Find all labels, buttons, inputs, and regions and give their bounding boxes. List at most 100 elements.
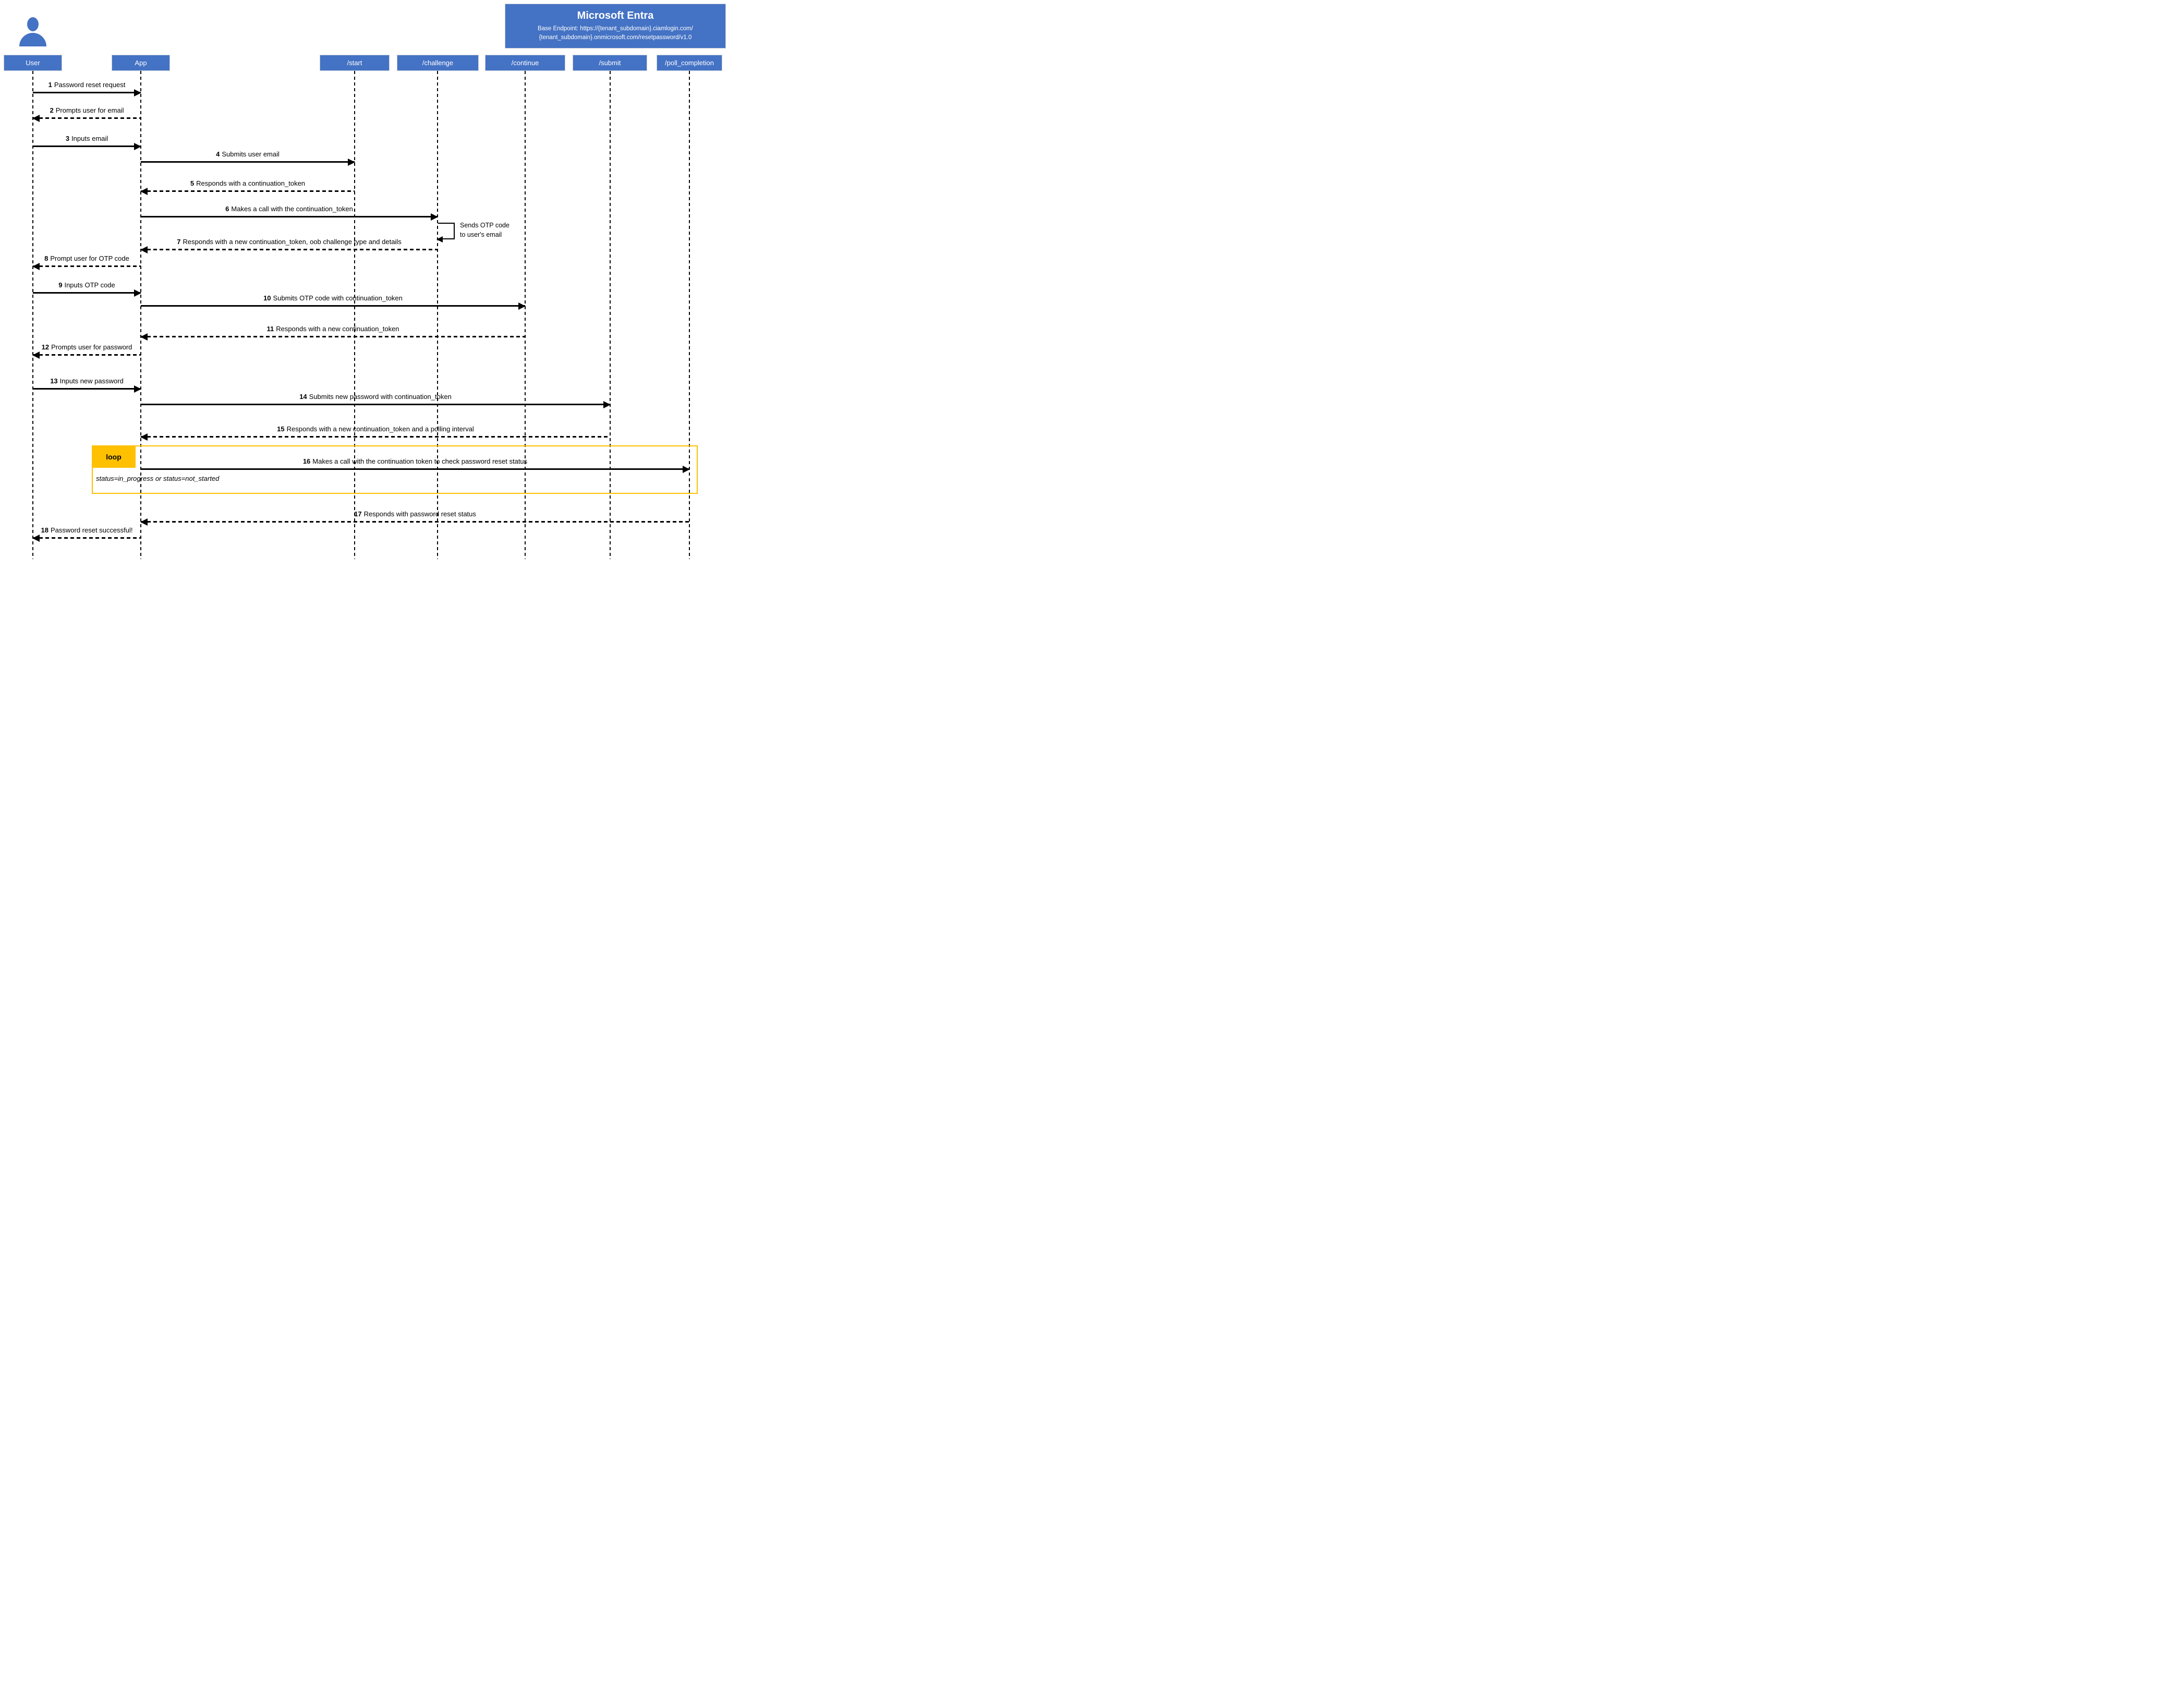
arrowhead-right-icon: [683, 465, 690, 473]
user-person-icon: [27, 17, 39, 31]
endpoint-box-challenge: /challenge: [397, 55, 479, 71]
message-6-arrow: [141, 213, 438, 221]
lifeline-app: [140, 71, 141, 559]
endpoint-box-submit: /submit: [573, 55, 647, 71]
endpoint-label-submit: /submit: [599, 59, 621, 67]
arrowhead-left-icon: [32, 534, 40, 542]
message-4-arrow: [141, 158, 355, 166]
self-message-note: Sends OTP code to user's email: [460, 221, 509, 239]
lifeline-continue: [525, 71, 526, 559]
endpoint-label-continue: /continue: [511, 59, 539, 67]
arrowhead-right-icon: [134, 89, 141, 96]
entra-header-box: Microsoft Entra Base Endpoint: https://{…: [505, 4, 726, 49]
arrowhead-left-icon: [140, 518, 148, 526]
message-3-arrow: [33, 142, 141, 150]
actor-label-user: User: [26, 59, 40, 67]
message-13-arrow: [33, 385, 141, 393]
loop-condition: status=in_progress or status=not_started: [96, 475, 220, 482]
sequence-diagram: Microsoft Entra Base Endpoint: https://{…: [0, 0, 728, 561]
lifeline-poll-completion: [689, 71, 690, 559]
message-5-arrow: [140, 187, 355, 195]
entra-title: Microsoft Entra: [577, 9, 654, 21]
message-17-arrow: [140, 518, 689, 526]
arrowhead-right-icon: [431, 213, 438, 221]
actor-box-user: User: [4, 55, 62, 71]
endpoint-label-start: /start: [347, 59, 362, 67]
arrowhead-right-icon: [518, 302, 526, 310]
entra-subtitle-line1: Base Endpoint: https://{tenant_subdomain…: [538, 25, 693, 32]
arrowhead-right-icon: [134, 142, 141, 150]
arrowhead-left-icon: [32, 114, 40, 122]
endpoint-label-poll-completion: /poll_completion: [665, 59, 714, 67]
endpoint-label-challenge: /challenge: [422, 59, 454, 67]
lifeline-submit: [610, 71, 611, 559]
lifeline-challenge: [437, 71, 438, 559]
arrowhead-left-icon: [140, 333, 148, 341]
entra-subtitle: Base Endpoint: https://{tenant_subdomain…: [538, 25, 693, 43]
endpoint-box-poll-completion: /poll_completion: [657, 55, 722, 71]
arrowhead-right-icon: [348, 158, 355, 166]
message-10-arrow: [141, 302, 526, 310]
user-person-icon-body: [19, 33, 46, 46]
self-message-note-line2: to user's email: [460, 231, 502, 238]
message-9-arrow: [33, 289, 141, 297]
actor-box-app: App: [112, 55, 170, 71]
message-14-arrow: [141, 401, 611, 408]
endpoint-box-continue: /continue: [485, 55, 565, 71]
message-12-arrow: [32, 351, 141, 359]
message-2-arrow: [32, 114, 141, 122]
message-11-arrow: [140, 333, 525, 341]
endpoint-box-start: /start: [320, 55, 390, 71]
loop-fragment-label: loop: [92, 445, 136, 468]
arrowhead-right-icon: [134, 289, 141, 297]
arrowhead-right-icon: [134, 385, 141, 393]
message-1-arrow: [33, 89, 141, 96]
arrowhead-right-icon: [603, 401, 611, 408]
arrowhead-left-icon: [140, 246, 148, 253]
arrowhead-left-icon: [32, 262, 40, 270]
lifeline-start: [354, 71, 355, 559]
arrowhead-left-icon: [140, 433, 148, 441]
arrowhead-left-icon: [436, 236, 443, 243]
arrowhead-left-icon: [32, 351, 40, 359]
actor-label-app: App: [135, 59, 147, 67]
message-7-arrow: [140, 246, 438, 253]
entra-subtitle-line2: {tenant_subdomain}.onmicrosoft.com/reset…: [539, 34, 692, 41]
arrowhead-left-icon: [140, 187, 148, 195]
self-message-hook: [436, 223, 455, 243]
